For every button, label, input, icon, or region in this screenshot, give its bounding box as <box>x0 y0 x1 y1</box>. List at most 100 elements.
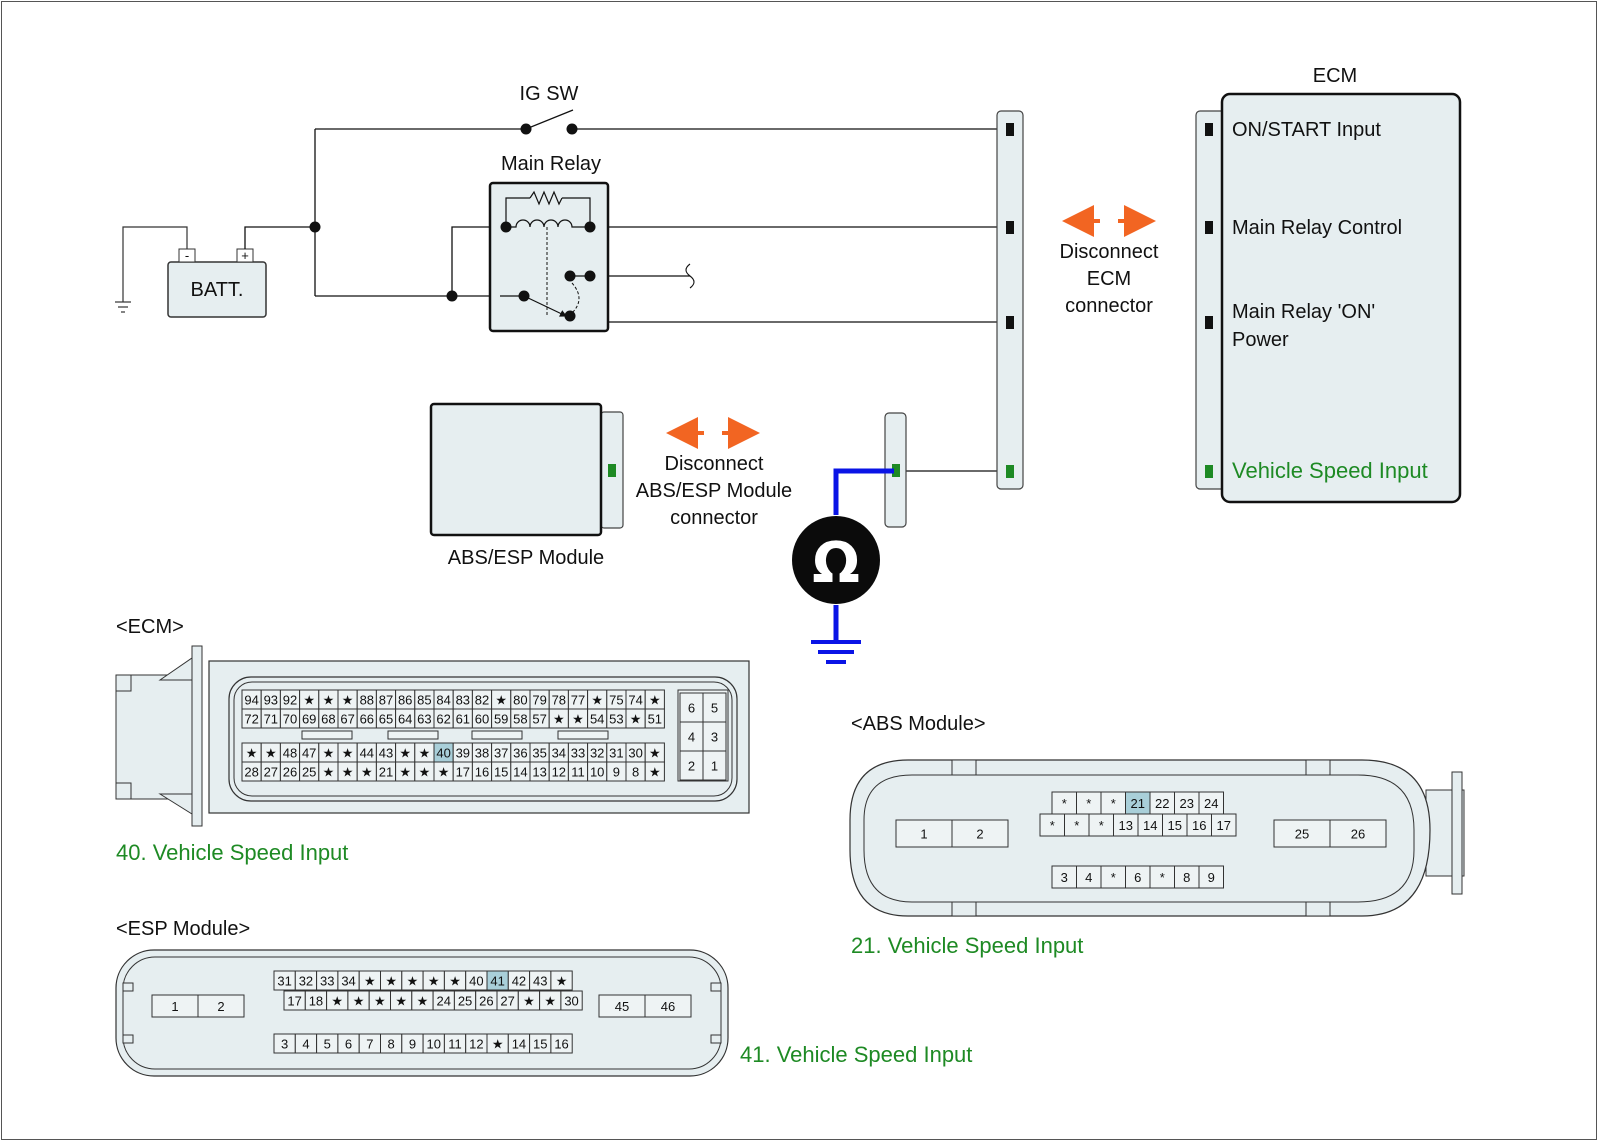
pin-label: 35 <box>532 746 546 761</box>
ecm-harness-connector <box>996 110 1024 490</box>
pin-label: 75 <box>609 693 623 708</box>
pin-label: 93 <box>264 693 278 708</box>
pin-label: 40 <box>436 746 450 761</box>
pin-label: ★ <box>419 765 431 780</box>
pin-label: 88 <box>360 693 374 708</box>
pin-label: 13 <box>532 765 546 780</box>
pin-label: ★ <box>556 974 568 989</box>
pin-label: ★ <box>374 994 386 1009</box>
pin-label: * <box>1099 818 1104 833</box>
pin-label: 44 <box>360 746 374 761</box>
pin-label: ★ <box>449 974 461 989</box>
pin-cell <box>560 990 583 1011</box>
pin-cell <box>951 819 1009 848</box>
ecm-pin-main-relay-on-power-line2: Power <box>1232 329 1289 351</box>
battery-pos-terminal: + <box>241 248 249 263</box>
pin-label: 21 <box>1131 796 1145 811</box>
ohm-symbol: Ω <box>812 531 860 596</box>
pin-label: ★ <box>399 746 411 761</box>
pin-cell <box>550 1033 573 1054</box>
ig-switch: IG SW <box>520 83 579 135</box>
pin-label: 32 <box>299 974 313 989</box>
pin-label: 59 <box>494 712 508 727</box>
pin-label: 8 <box>632 765 639 780</box>
pin-label: 8 <box>388 1037 395 1052</box>
pin-label: ★ <box>342 693 354 708</box>
pin-label: 41 <box>490 974 504 989</box>
pin-label: 45 <box>615 999 629 1014</box>
pin-label: 32 <box>590 746 604 761</box>
pin-label: * <box>1074 818 1079 833</box>
pin-cell <box>644 708 665 729</box>
pin-label: 69 <box>302 712 316 727</box>
pin-label: ★ <box>523 994 535 1009</box>
abs-esp-module-label: ABS/ESP Module <box>448 547 604 569</box>
disconnect-ecm-line1: Disconnect <box>1060 241 1159 263</box>
pin-label: 94 <box>244 693 258 708</box>
disconnect-ecm-line3: connector <box>1065 295 1153 317</box>
pin-label: 6 <box>345 1037 352 1052</box>
ecm-module: ECM ON/START Input Main Relay Control Ma… <box>1195 65 1462 504</box>
pin-label: 14 <box>512 1037 526 1052</box>
pin-label: 36 <box>513 746 527 761</box>
pin-label: ★ <box>353 994 365 1009</box>
pin-label: ★ <box>331 994 343 1009</box>
pin-label: ★ <box>342 765 354 780</box>
pin-label: 2 <box>688 759 695 774</box>
pin-cell <box>895 819 953 848</box>
pin-label: 31 <box>277 974 291 989</box>
pin-label: ★ <box>553 712 565 727</box>
key-slot <box>387 730 439 740</box>
pin-label: 24 <box>1204 796 1218 811</box>
abs-connector-title: <ABS Module> <box>851 713 986 735</box>
pin-label: 17 <box>456 765 470 780</box>
pin-label: 11 <box>448 1037 462 1052</box>
pin-cell <box>550 970 573 991</box>
pin-label: 8 <box>1183 870 1190 885</box>
pin-label: * <box>1160 870 1165 885</box>
pin-label: 43 <box>379 746 393 761</box>
pin-label: ★ <box>649 746 661 761</box>
pin-label: 62 <box>436 712 450 727</box>
pin-label: 92 <box>283 693 297 708</box>
pin-label: 38 <box>475 746 489 761</box>
pin-label: 16 <box>554 1037 568 1052</box>
pin-label: 33 <box>571 746 585 761</box>
pin-cell <box>644 994 692 1018</box>
key-slot <box>471 730 523 740</box>
main-relay-label: Main Relay <box>501 153 601 175</box>
main-relay: Main Relay <box>488 153 610 333</box>
pin-label: ★ <box>417 994 429 1009</box>
pin-label: 24 <box>437 994 451 1009</box>
pin-label: 53 <box>609 712 623 727</box>
pin-label: ★ <box>323 765 335 780</box>
pin-label: 22 <box>1155 796 1169 811</box>
pin-label: 2 <box>217 999 224 1014</box>
pin-cell <box>644 761 665 782</box>
pin-label: 23 <box>1180 796 1194 811</box>
pin-label: ★ <box>630 712 642 727</box>
wire-break-icon <box>685 263 695 289</box>
pin-label: 31 <box>609 746 623 761</box>
pin-label: 39 <box>456 746 470 761</box>
pin-label: 17 <box>1217 818 1231 833</box>
pin-label: ★ <box>323 746 335 761</box>
pin-label: ★ <box>303 693 315 708</box>
pin-label: ★ <box>385 974 397 989</box>
battery: - + BATT. <box>167 248 267 318</box>
pin-label: 9 <box>409 1037 416 1052</box>
ecm-connector-caption: 40. Vehicle Speed Input <box>116 840 348 865</box>
pin-label: ★ <box>323 693 335 708</box>
pin-label: 64 <box>398 712 412 727</box>
ecm-pin-main-relay-control: Main Relay Control <box>1232 217 1402 239</box>
disconnect-abs-line2: ABS/ESP Module <box>636 480 792 502</box>
ecm-connector-title: <ECM> <box>116 616 184 638</box>
pin-label: 65 <box>379 712 393 727</box>
pin-label: ★ <box>649 693 661 708</box>
pin-label: ★ <box>395 994 407 1009</box>
pin-label: 10 <box>427 1037 441 1052</box>
battery-ground-icon <box>115 226 188 313</box>
